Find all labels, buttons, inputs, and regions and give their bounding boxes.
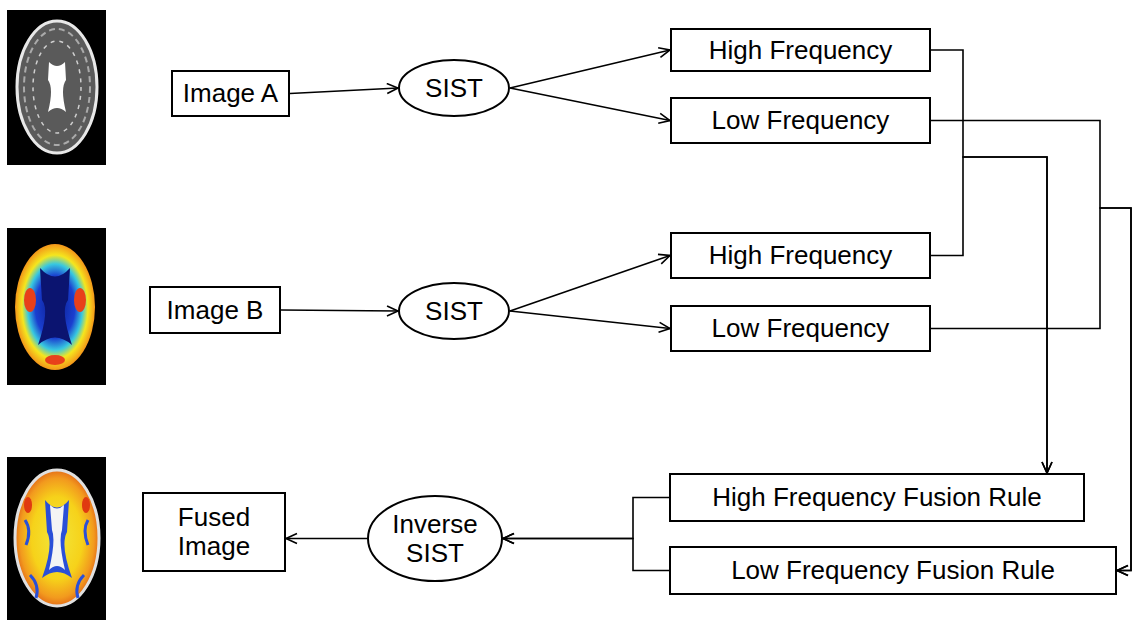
node-label: High Frequency <box>709 36 893 65</box>
ventricles <box>48 62 66 112</box>
connector-arrow <box>503 539 669 571</box>
band-box: Low Frequency <box>670 305 931 352</box>
node-label: High Frequency Fusion Rule <box>712 483 1042 512</box>
ventricles <box>38 268 72 345</box>
hot-spot <box>82 497 90 513</box>
node-label: Fused Image <box>154 503 274 560</box>
node-label: SIST <box>425 297 483 326</box>
connector-arrow <box>510 50 670 88</box>
hot-spot <box>24 497 32 513</box>
input-box: Image A <box>171 70 290 117</box>
node-label: High Frequency <box>709 241 893 270</box>
transform-ellipse: SIST <box>398 59 510 117</box>
ellipse-shape <box>368 496 502 581</box>
connector-arrow <box>503 498 669 539</box>
image-ground <box>7 10 106 165</box>
input-box: Image B <box>149 286 281 334</box>
band-box: High Frequency <box>670 232 931 279</box>
band-box: High Frequency <box>670 28 931 72</box>
connector-arrow <box>286 538 367 540</box>
node-label: Image B <box>167 296 264 325</box>
node-label: Image A <box>183 79 278 108</box>
brain-gyri <box>24 29 90 145</box>
hot-spot <box>24 288 36 312</box>
band-box: Low Frequency <box>670 97 931 144</box>
connector-arrow <box>931 157 1047 473</box>
connector-arrow <box>281 310 398 311</box>
ellipse-shape <box>399 60 509 116</box>
pet-image <box>7 228 106 385</box>
output-box: Fused Image <box>142 492 286 572</box>
connector-arrow <box>510 256 670 312</box>
fusion-rule-box: High Frequency Fusion Rule <box>669 473 1085 522</box>
node-label: Low Frequency <box>712 314 890 343</box>
image-ground <box>7 228 106 385</box>
fusion-rule-box: Low Frequency Fusion Rule <box>669 546 1117 595</box>
hot-spot <box>74 288 86 312</box>
transform-ellipse: SIST <box>398 282 510 340</box>
image-ground <box>7 457 106 620</box>
node-label: Inverse SIST <box>388 510 483 567</box>
fused-image <box>7 457 106 620</box>
brain-outline <box>17 21 97 153</box>
brain-detail <box>25 520 88 598</box>
connector-arrow <box>510 88 670 121</box>
node-label: Low Frequency <box>712 106 890 135</box>
ventricles <box>49 505 65 570</box>
brain-outline <box>15 470 99 606</box>
connector-arrow <box>931 50 1047 473</box>
connector-arrow <box>290 88 398 94</box>
mri-image <box>7 10 106 165</box>
hot-spot <box>45 355 65 365</box>
brain-outline <box>15 244 95 370</box>
ventricles <box>42 500 72 578</box>
node-label: Low Frequency Fusion Rule <box>731 556 1055 585</box>
transform-ellipse: Inverse SIST <box>367 495 503 582</box>
node-label: SIST <box>425 74 483 103</box>
connector-arrow <box>510 311 670 329</box>
ellipse-shape <box>399 283 509 339</box>
brain-gyri <box>33 41 81 133</box>
